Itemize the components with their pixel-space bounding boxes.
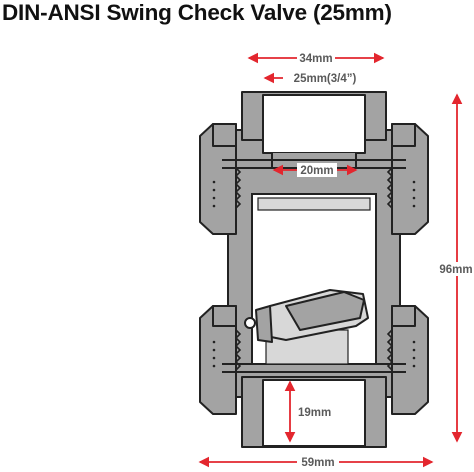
swing-disc [244,289,369,343]
thread-marks [212,180,416,368]
diagram-title: DIN-ANSI Swing Check Valve (25mm) [2,0,392,25]
union-nut-lower-right [391,305,429,415]
union-nut-upper-right [391,123,429,235]
bottom-socket [241,376,387,448]
label-bore: 20mm [300,165,333,177]
label-overall-height: 96mm [439,264,472,276]
label-socket-inner: 25mm(3/4”) [294,73,357,85]
label-socket-outer: 34mm [299,53,332,65]
union-nut-lower-left [199,305,237,415]
label-overall-width: 59mm [301,457,334,469]
union-nut-upper-left [199,123,237,235]
label-socket-depth: 19mm [298,407,331,419]
